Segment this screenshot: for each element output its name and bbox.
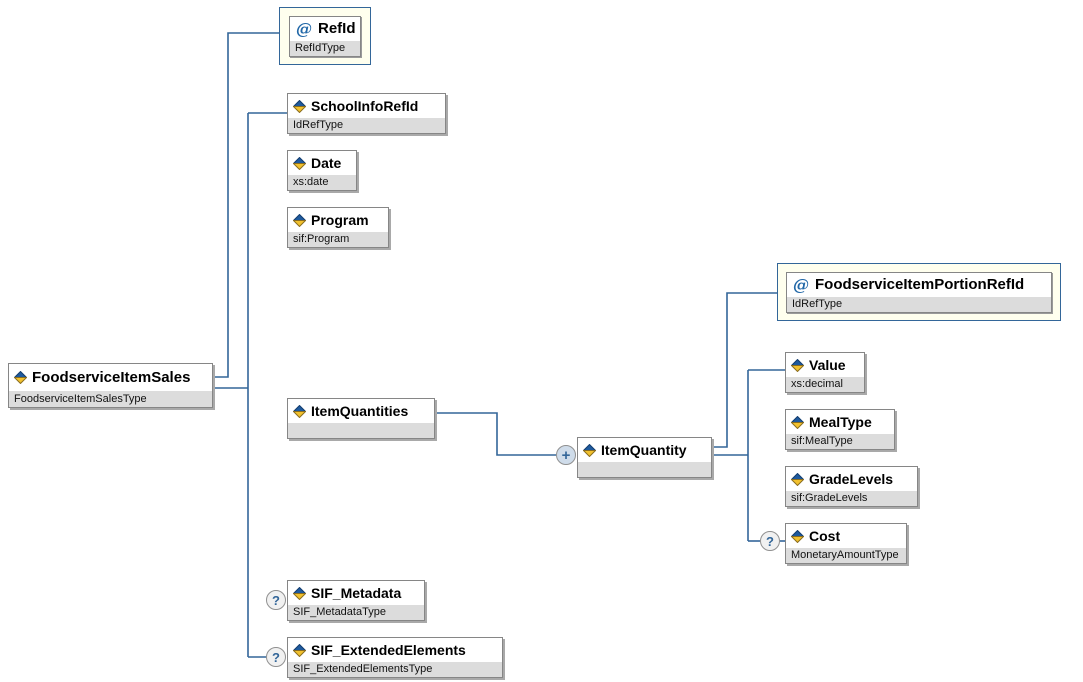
- optional-indicator-icon: ?: [266, 590, 286, 610]
- node-cost[interactable]: Cost MonetaryAmountType: [785, 523, 907, 564]
- node-type: xs:decimal: [786, 377, 864, 392]
- node-type: sif:MealType: [786, 434, 894, 449]
- node-type: RefIdType: [290, 40, 360, 56]
- node-label: RefId: [318, 20, 356, 37]
- element-icon: [13, 370, 28, 385]
- attribute-container-foodservice-item-portion-refid: @ FoodserviceItemPortionRefId IdRefType: [777, 263, 1061, 321]
- node-type: SIF_MetadataType: [288, 605, 424, 620]
- node-type: IdRefType: [288, 118, 445, 133]
- optional-indicator-icon: ?: [760, 531, 780, 551]
- element-icon: [790, 358, 805, 372]
- node-type: sif:Program: [288, 232, 388, 247]
- node-label: Value: [809, 357, 846, 373]
- node-label: SIF_Metadata: [311, 585, 402, 601]
- element-icon: [292, 643, 307, 657]
- node-grade-levels[interactable]: GradeLevels sif:GradeLevels: [785, 466, 918, 507]
- node-foodservice-item-portion-refid[interactable]: @ FoodserviceItemPortionRefId IdRefType: [786, 271, 1052, 313]
- optional-indicator-icon: ?: [266, 647, 286, 667]
- node-label: Program: [311, 212, 369, 228]
- node-label: GradeLevels: [809, 471, 894, 487]
- attribute-icon: @: [296, 18, 312, 38]
- node-label: ItemQuantity: [601, 442, 687, 458]
- node-meal-type[interactable]: MealType sif:MealType: [785, 409, 895, 450]
- element-icon: [292, 586, 307, 600]
- node-label: FoodserviceItemSales: [32, 369, 191, 386]
- element-icon: [292, 404, 307, 418]
- node-type: [288, 423, 434, 438]
- node-sif-metadata[interactable]: SIF_Metadata SIF_MetadataType: [287, 580, 425, 621]
- node-refid[interactable]: @ RefId RefIdType: [289, 15, 361, 57]
- element-icon: [582, 443, 597, 457]
- node-type: sif:GradeLevels: [786, 491, 917, 506]
- node-label: SchoolInfoRefId: [311, 98, 419, 114]
- node-item-quantities[interactable]: ItemQuantities: [287, 398, 435, 439]
- node-label: FoodserviceItemPortionRefId: [815, 276, 1025, 293]
- repeat-indicator-icon: +: [556, 445, 576, 465]
- node-label: MealType: [809, 414, 872, 430]
- node-type: [578, 462, 711, 477]
- attribute-container-refid: @ RefId RefIdType: [279, 7, 371, 65]
- node-type: MonetaryAmountType: [786, 548, 906, 563]
- node-date[interactable]: Date xs:date: [287, 150, 357, 191]
- node-foodservice-item-sales[interactable]: FoodserviceItemSales FoodserviceItemSale…: [8, 363, 213, 408]
- node-value[interactable]: Value xs:decimal: [785, 352, 865, 393]
- attribute-icon: @: [793, 274, 809, 294]
- element-icon: [292, 213, 307, 227]
- element-icon: [790, 472, 805, 486]
- node-type: FoodserviceItemSalesType: [9, 391, 212, 407]
- node-label: Cost: [809, 528, 841, 544]
- node-label: SIF_ExtendedElements: [311, 642, 466, 658]
- element-icon: [292, 99, 307, 113]
- node-type: SIF_ExtendedElementsType: [288, 662, 502, 677]
- element-icon: [292, 156, 307, 170]
- element-icon: [790, 529, 805, 543]
- node-sif-extended-elements[interactable]: SIF_ExtendedElements SIF_ExtendedElement…: [287, 637, 503, 678]
- element-icon: [790, 415, 805, 429]
- node-school-info-refid[interactable]: SchoolInfoRefId IdRefType: [287, 93, 446, 134]
- node-label: ItemQuantities: [311, 403, 409, 419]
- node-program[interactable]: Program sif:Program: [287, 207, 389, 248]
- node-item-quantity[interactable]: ItemQuantity: [577, 437, 712, 478]
- node-label: Date: [311, 155, 342, 171]
- node-type: IdRefType: [787, 296, 1051, 312]
- node-type: xs:date: [288, 175, 356, 190]
